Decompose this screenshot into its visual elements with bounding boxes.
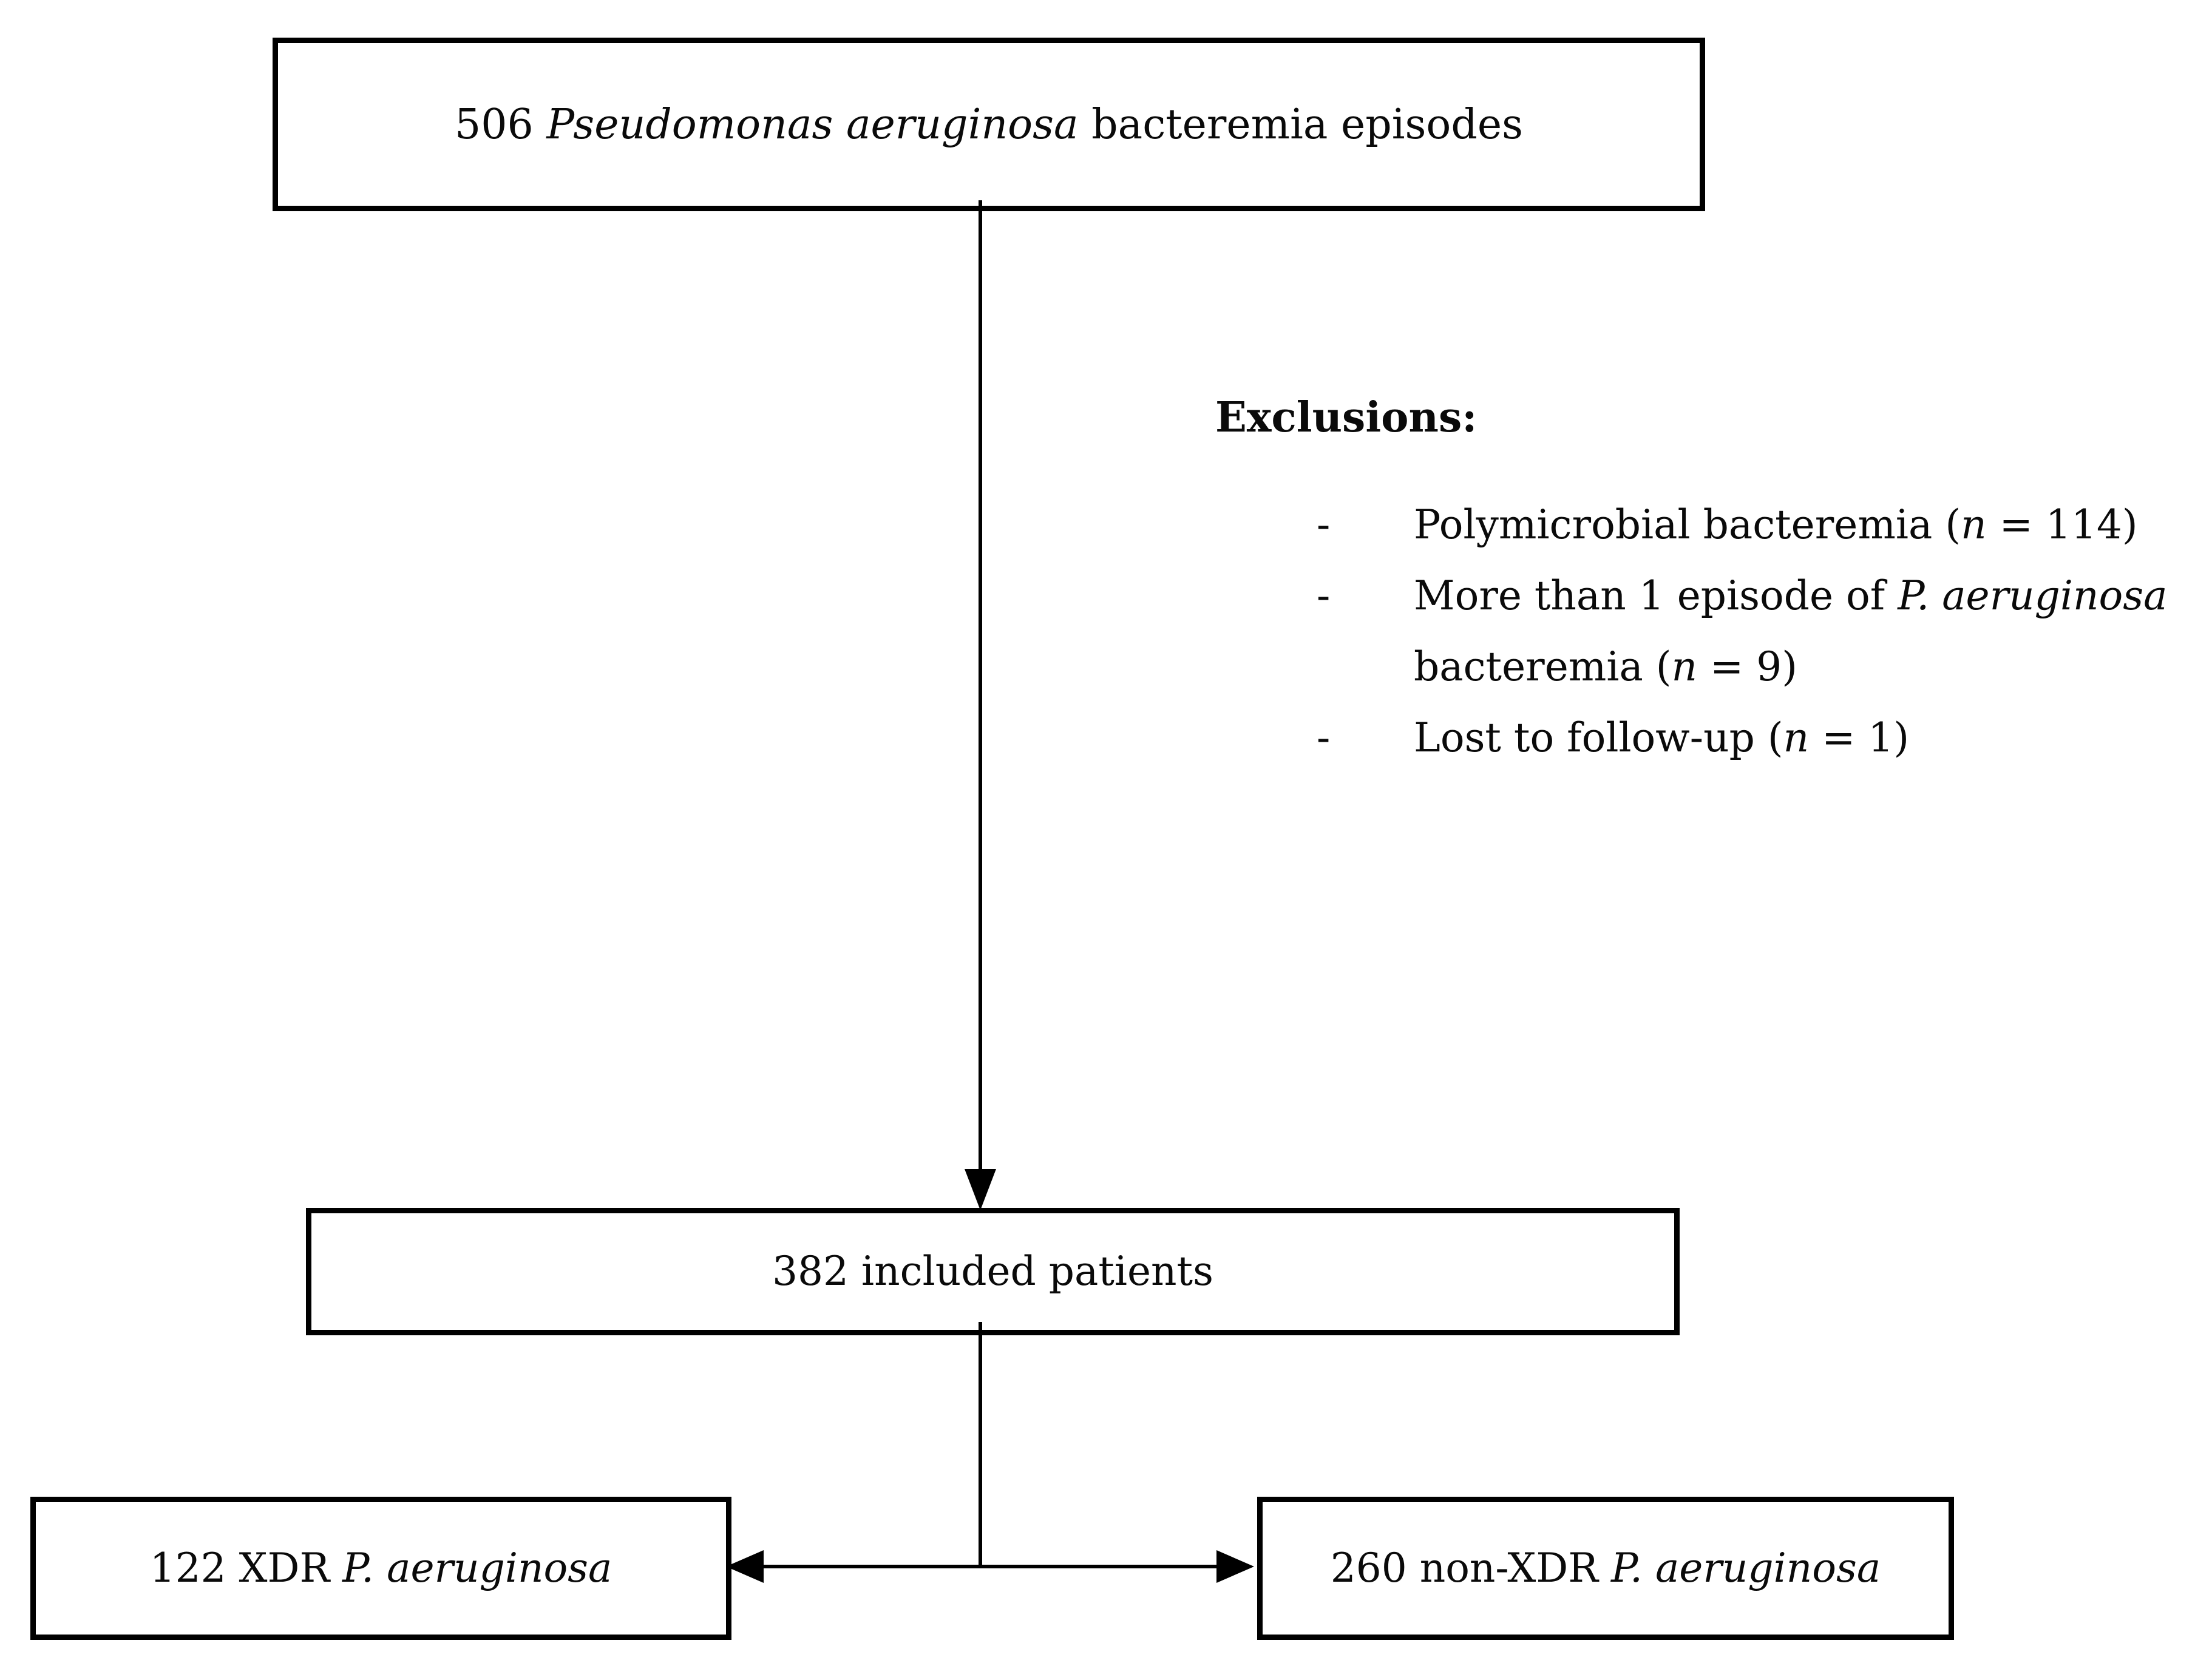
arrowhead-right-icon [1216, 1550, 1254, 1583]
organism-name-italic: P. aeruginosa [342, 1544, 612, 1591]
bullet-dash: - [1317, 714, 1331, 761]
exclusion-count-text: = 9) [1697, 643, 1798, 690]
exclusion-item-multiple-episodes-line2: bacteremia (n = 9) [1317, 631, 2212, 702]
exclusion-text: bacteremia ( [1414, 643, 1672, 690]
non-xdr-group-label: 260 non-XDR P. aeruginosa [1331, 1543, 1881, 1594]
included-patients-label: 382 included patients [772, 1247, 1213, 1295]
organism-name-italic: P. aeruginosa [1898, 572, 2168, 619]
exclusion-item-polymicrobial: - Polymicrobial bacteremia (n = 114) [1317, 489, 2212, 560]
n-symbol-italic: n [1783, 714, 1810, 761]
exclusion-count-text: = 114) [1986, 501, 2138, 548]
n-symbol-italic: n [1961, 501, 1987, 548]
n-symbol-italic: n [1671, 643, 1698, 690]
exclusion-count-text: = 1) [1809, 714, 1910, 761]
arrow-top-to-included-line [979, 200, 982, 1171]
exclusion-item-text: Polymicrobial bacteremia (n = 114) [1414, 489, 2138, 560]
non-xdr-count-text: 260 non-XDR [1330, 1544, 1611, 1591]
episodes-box-label: 506 Pseudomonas aeruginosa bacteremia ep… [455, 99, 1523, 151]
organism-name-italic: Pseudomonas aeruginosa [546, 100, 1079, 149]
exclusion-item-text: More than 1 episode of P. aeruginosa [1414, 560, 2167, 631]
exclusion-item-lost-followup: - Lost to follow-up (n = 1) [1317, 702, 2212, 773]
exclusion-item-multiple-episodes-line1: - More than 1 episode of P. aeruginosa [1317, 560, 2212, 631]
episodes-count-text: 506 [454, 100, 547, 149]
bullet-dash: - [1317, 501, 1331, 548]
included-patients-box: 382 included patients [306, 1208, 1680, 1335]
organism-name-italic: P. aeruginosa [1610, 1544, 1881, 1591]
exclusion-item-text: bacteremia (n = 9) [1414, 631, 1797, 702]
exclusion-text: Lost to follow-up ( [1414, 714, 1783, 761]
arrowhead-left-icon [726, 1550, 764, 1583]
xdr-group-label: 122 XDR P. aeruginosa [150, 1543, 612, 1594]
split-connector-horizontal-line [760, 1565, 1219, 1568]
exclusion-text: Polymicrobial bacteremia ( [1414, 501, 1961, 548]
split-connector-vertical-line [979, 1322, 982, 1568]
non-xdr-group-box: 260 non-XDR P. aeruginosa [1257, 1497, 1954, 1640]
xdr-count-text: 122 XDR [149, 1544, 343, 1591]
episodes-box: 506 Pseudomonas aeruginosa bacteremia ep… [273, 38, 1705, 211]
exclusion-item-text: Lost to follow-up (n = 1) [1414, 702, 1909, 773]
arrowhead-down-icon [965, 1169, 996, 1210]
xdr-group-box: 122 XDR P. aeruginosa [30, 1497, 731, 1640]
episodes-suffix-text: bacteremia episodes [1078, 100, 1524, 149]
exclusions-heading: Exclusions: [1215, 393, 1477, 442]
bullet-dash: - [1317, 572, 1331, 619]
exclusion-text: More than 1 episode of [1414, 572, 1898, 619]
